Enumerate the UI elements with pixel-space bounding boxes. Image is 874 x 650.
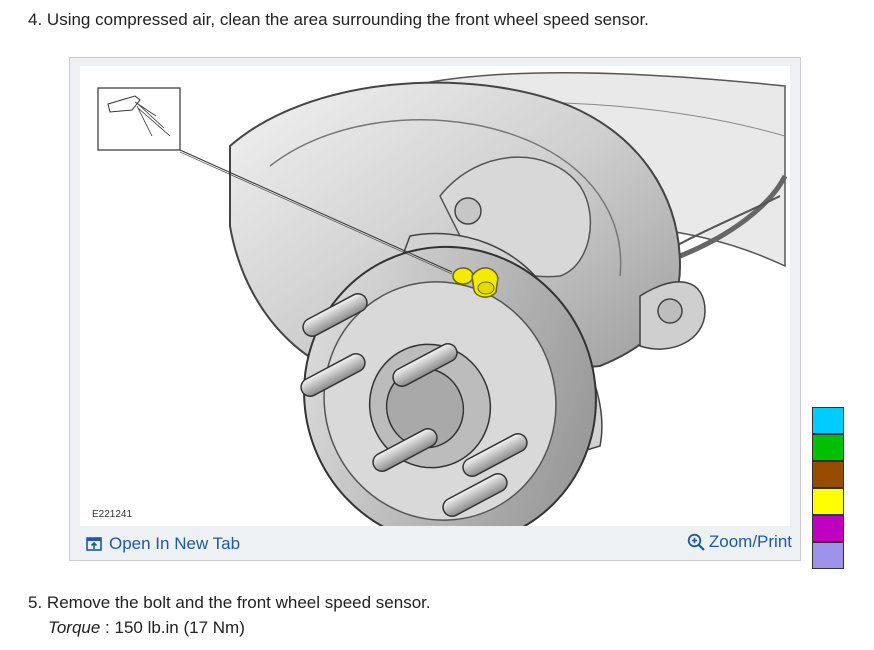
figure-id-label: E221241 — [92, 509, 133, 520]
swatch-cyan[interactable] — [812, 407, 844, 434]
open-in-new-tab-label: Open In New Tab — [109, 534, 241, 553]
step-5-text: Remove the bolt and the front wheel spee… — [46, 593, 431, 612]
zoom-print-label: Zoom/Print — [708, 532, 792, 551]
step-5: 5. Remove the bolt and the front wheel s… — [28, 593, 431, 613]
step-4-text: Using compressed air, clean the area sur… — [46, 10, 649, 29]
figure-toolbar: Open In New Tab Zoom/Print — [70, 528, 800, 560]
open-in-new-tab-link[interactable]: Open In New Tab — [86, 534, 240, 554]
swatch-lavender[interactable] — [812, 542, 844, 569]
figure-container: E221241 Open In New Tab Zoom/Print — [69, 57, 801, 561]
hub-illustration: E221241 — [80, 66, 790, 526]
zoom-print-link[interactable]: Zoom/Print — [687, 532, 792, 552]
torque-spec: Torque : 150 lb.in (17 Nm) — [48, 618, 245, 638]
swatch-green[interactable] — [812, 434, 844, 461]
torque-separator: : — [100, 618, 115, 637]
open-new-tab-icon — [86, 536, 102, 552]
swatch-brown[interactable] — [812, 461, 844, 488]
torque-label: Torque — [48, 618, 101, 637]
step-4-number: 4. — [28, 10, 43, 29]
sensor-highlight — [452, 267, 499, 298]
step-4: 4. Using compressed air, clean the area … — [28, 10, 649, 30]
swatch-magenta[interactable] — [812, 515, 844, 542]
step-5-number: 5. — [28, 593, 43, 612]
color-swatch-palette — [812, 407, 844, 569]
torque-value: 150 lb.in (17 Nm) — [114, 618, 245, 637]
swatch-yellow[interactable] — [812, 488, 844, 515]
magnifier-plus-icon — [687, 533, 706, 552]
